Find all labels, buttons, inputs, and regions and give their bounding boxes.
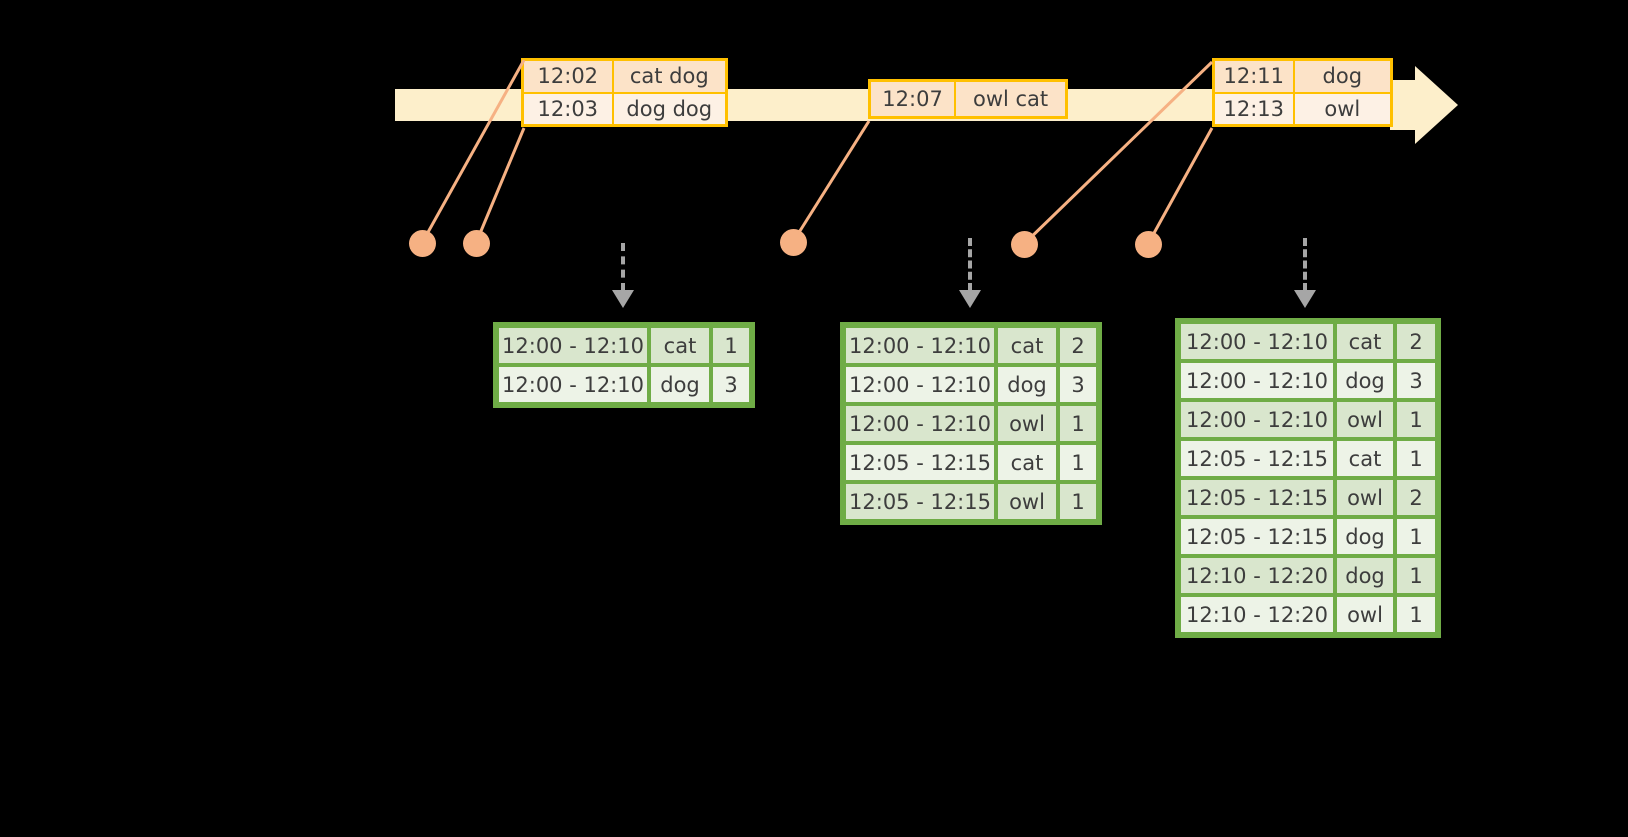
- cell-count: 2: [1395, 478, 1437, 517]
- event-group-1[interactable]: 12:02 cat dog 12:03 dog dog: [521, 58, 728, 127]
- cell-count: 1: [711, 326, 751, 365]
- cell-window: 12:10 - 12:20: [1179, 556, 1335, 595]
- cell-count: 1: [1395, 400, 1437, 439]
- event-words: dog: [1294, 61, 1390, 92]
- cell-count: 2: [1058, 326, 1098, 365]
- event-time: 12:03: [524, 93, 614, 124]
- cell-window: 12:00 - 12:10: [844, 365, 996, 404]
- cell-key: owl: [996, 482, 1058, 521]
- cell-count: 1: [1395, 556, 1437, 595]
- cell-count: 2: [1395, 322, 1437, 361]
- cell-window: 12:00 - 12:10: [844, 404, 996, 443]
- event-time: 12:02: [524, 61, 614, 92]
- cell-window: 12:00 - 12:10: [497, 326, 649, 365]
- cell-key: cat: [1335, 439, 1395, 478]
- connector-dot: [409, 230, 436, 257]
- cell-window: 12:05 - 12:15: [844, 482, 996, 521]
- cell-key: owl: [996, 404, 1058, 443]
- cell-count: 1: [1395, 517, 1437, 556]
- event-time: 12:13: [1215, 93, 1295, 124]
- cell-count: 1: [1058, 482, 1098, 521]
- cell-window: 12:05 - 12:15: [844, 443, 996, 482]
- event-row: 12:11 dog: [1215, 61, 1390, 92]
- cell-window: 12:00 - 12:10: [497, 365, 649, 404]
- event-group-3[interactable]: 12:11 dog 12:13 owl: [1212, 58, 1393, 127]
- cell-window: 12:00 - 12:10: [844, 326, 996, 365]
- cell-key: cat: [1335, 322, 1395, 361]
- cell-count: 3: [1395, 361, 1437, 400]
- cell-key: dog: [649, 365, 711, 404]
- cell-key: dog: [1335, 556, 1395, 595]
- flow-arrow-down-icon: [1294, 238, 1316, 308]
- cell-window: 12:05 - 12:15: [1179, 439, 1335, 478]
- cell-count: 1: [1058, 443, 1098, 482]
- cell-window: 12:10 - 12:20: [1179, 595, 1335, 634]
- event-time: 12:11: [1215, 61, 1295, 92]
- event-words: owl: [1294, 93, 1390, 124]
- event-row: 12:02 cat dog: [524, 61, 725, 92]
- cell-key: owl: [1335, 595, 1395, 634]
- cell-key: owl: [1335, 400, 1395, 439]
- connector-dot: [463, 230, 490, 257]
- cell-window: 12:00 - 12:10: [1179, 400, 1335, 439]
- cell-key: cat: [996, 443, 1058, 482]
- event-row: 12:03 dog dog: [524, 91, 725, 124]
- cell-count: 1: [1395, 595, 1437, 634]
- cell-count: 1: [1058, 404, 1098, 443]
- cell-window: 12:05 - 12:15: [1179, 517, 1335, 556]
- cell-key: dog: [1335, 517, 1395, 556]
- cell-key: cat: [996, 326, 1058, 365]
- event-words: cat dog: [613, 61, 725, 92]
- cell-window: 12:05 - 12:15: [1179, 478, 1335, 517]
- connector-dot: [780, 229, 807, 256]
- cell-count: 1: [1395, 439, 1437, 478]
- cell-window: 12:00 - 12:10: [1179, 322, 1335, 361]
- event-words: dog dog: [613, 93, 725, 124]
- event-group-2[interactable]: 12:07 owl cat: [868, 79, 1068, 119]
- connector-dot: [1135, 231, 1162, 258]
- event-words: owl cat: [956, 82, 1065, 116]
- cell-count: 3: [1058, 365, 1098, 404]
- flow-arrow-down-icon: [612, 243, 634, 308]
- connector-dot: [1011, 231, 1038, 258]
- cell-key: cat: [649, 326, 711, 365]
- event-row: 12:07 owl cat: [871, 82, 1065, 116]
- timeline-arrow-head-icon: [1415, 66, 1458, 144]
- cell-key: dog: [996, 365, 1058, 404]
- cell-key: dog: [1335, 361, 1395, 400]
- event-time: 12:07: [871, 82, 957, 116]
- cell-count: 3: [711, 365, 751, 404]
- event-row: 12:13 owl: [1215, 91, 1390, 124]
- flow-arrow-down-icon: [959, 238, 981, 308]
- cell-window: 12:00 - 12:10: [1179, 361, 1335, 400]
- cell-key: owl: [1335, 478, 1395, 517]
